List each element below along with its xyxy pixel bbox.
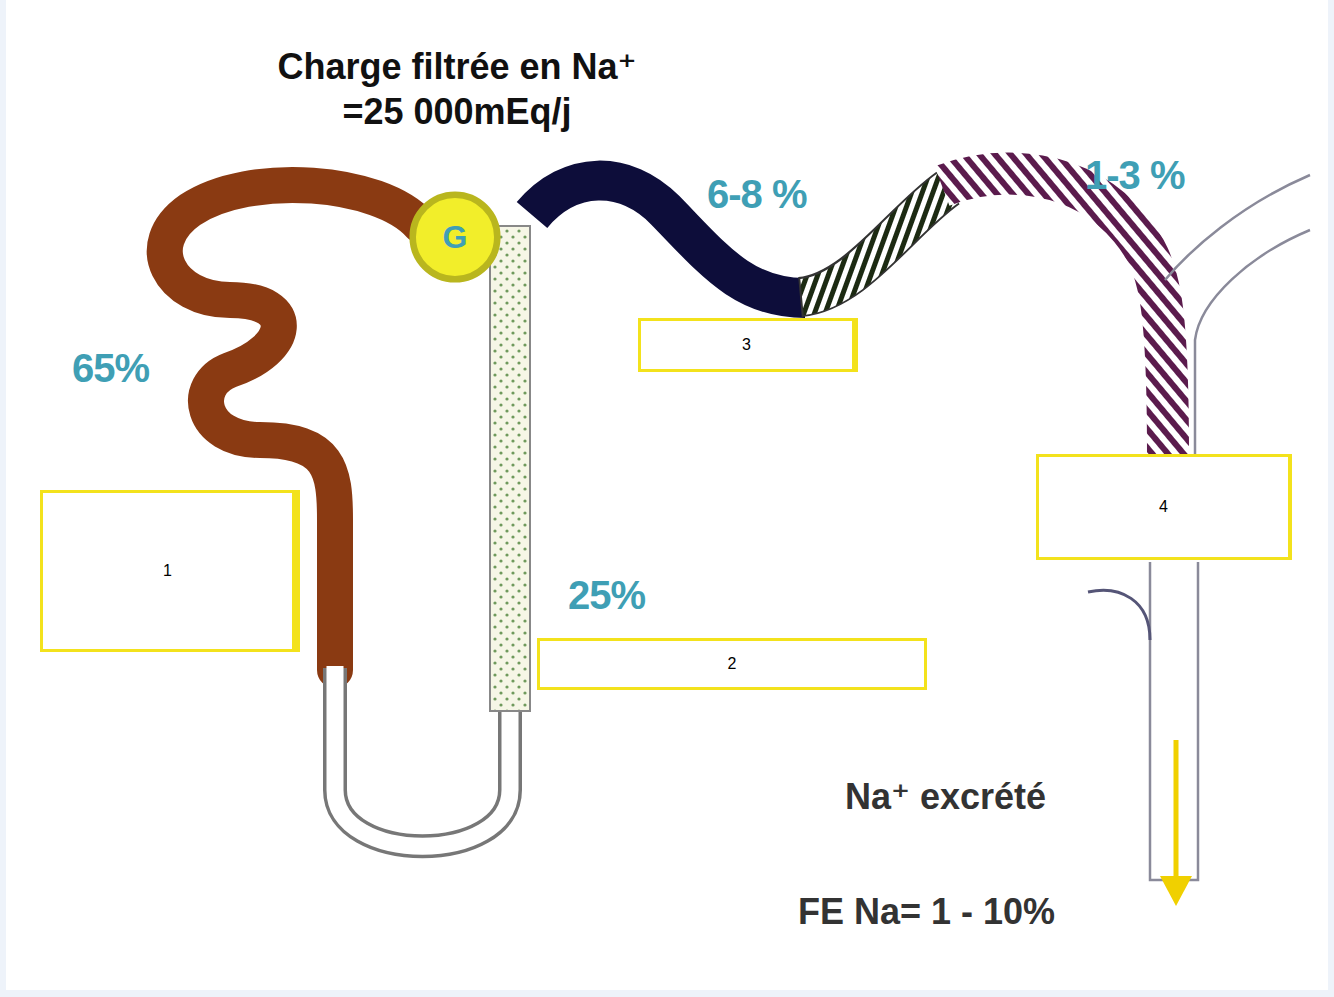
excretion-arrowhead <box>1160 876 1192 906</box>
callout-number: 1 <box>163 562 172 580</box>
glomerulus-circle: G <box>408 190 502 284</box>
collecting-tubule <box>942 174 1168 455</box>
callout-box: 2 <box>537 638 927 690</box>
callout-box: 3 <box>638 318 858 372</box>
heading-text: Charge filtrée en Na⁺ =25 000mEq/j <box>262 44 652 134</box>
percentage-label: 1-3 % <box>1085 153 1185 198</box>
callout-number: 4 <box>1159 498 1168 516</box>
connecting-segment-outline <box>800 188 948 297</box>
percentage-label: 6-8 % <box>707 172 807 217</box>
glomerulus-label: G <box>443 219 468 256</box>
collecting-duct-wall <box>1165 175 1310 280</box>
glomerulus-ring <box>413 195 498 280</box>
annotation-text: Na⁺ excrété <box>845 776 1046 818</box>
ascending-limb <box>491 227 529 710</box>
callout-number: 2 <box>728 655 737 673</box>
callout-number: 3 <box>742 336 751 354</box>
ascending-limb-outline <box>489 225 531 712</box>
collecting-duct-wall <box>1195 230 1310 455</box>
annotation-text: FE Na= 1 - 10% <box>798 891 1055 933</box>
collecting-duct-branch <box>1088 590 1150 640</box>
collecting-duct-wall <box>1150 562 1198 880</box>
excretion-arrow <box>1174 740 1179 880</box>
loop-of-henle <box>335 668 510 846</box>
percentage-label: 65% <box>72 346 149 391</box>
callout-box: 1 <box>40 490 300 652</box>
callout-box: 4 <box>1036 454 1292 560</box>
percentage-label: 25% <box>568 573 645 618</box>
loop-of-henle-lumen <box>335 666 510 846</box>
connecting-segment <box>802 188 948 297</box>
